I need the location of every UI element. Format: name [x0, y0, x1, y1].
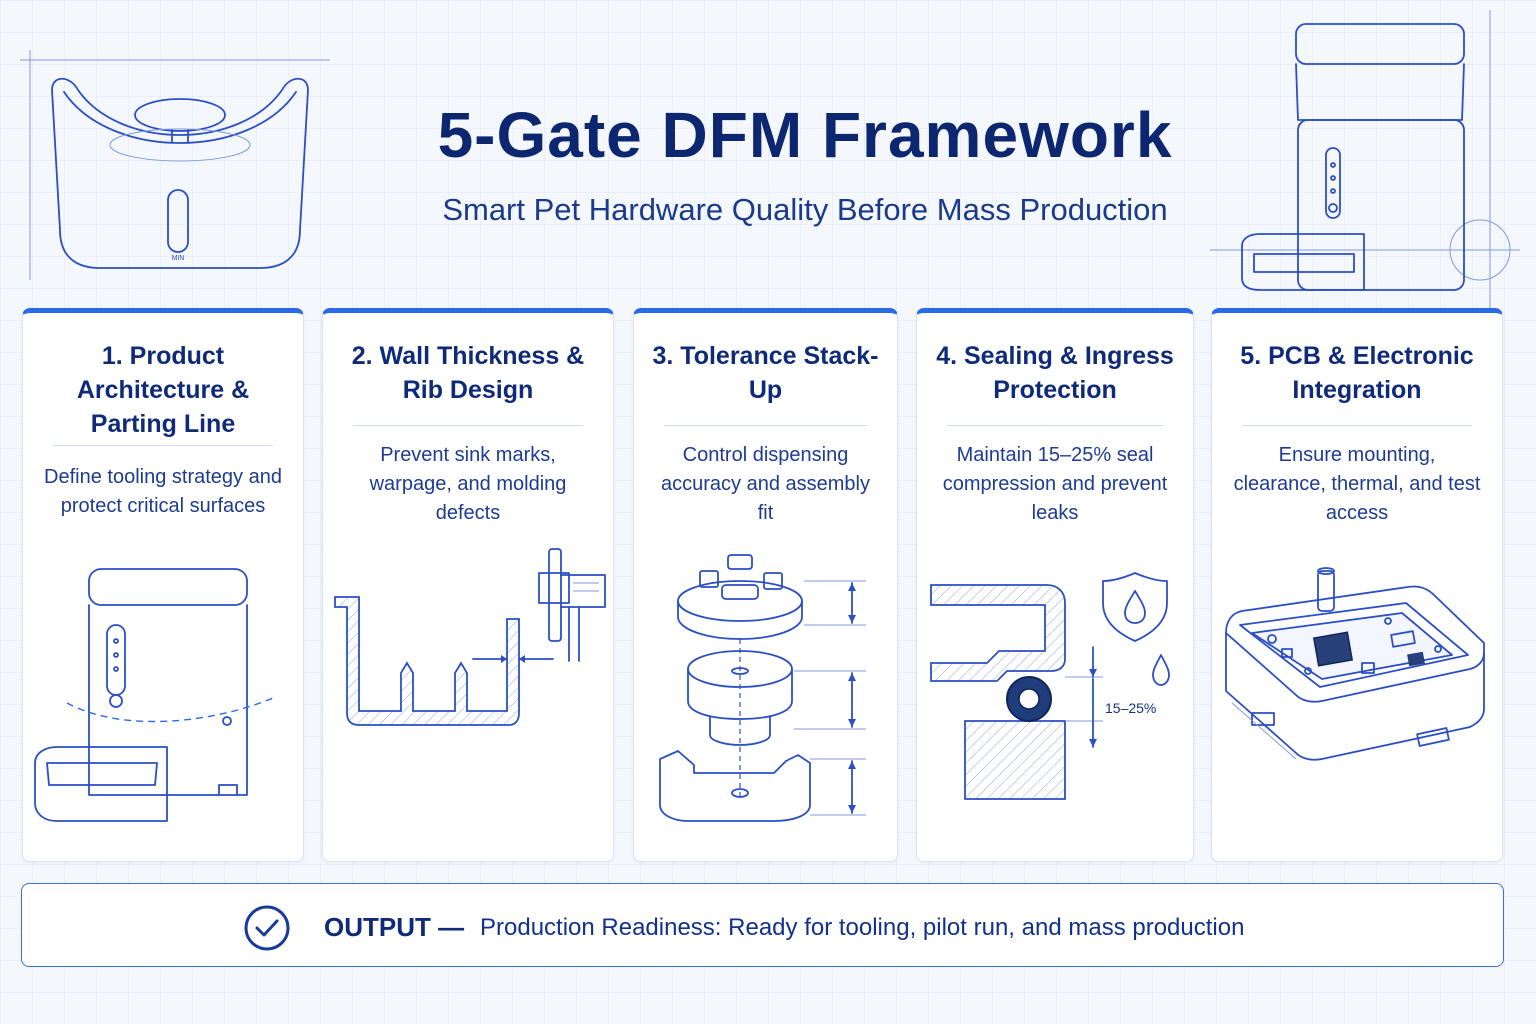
- gate-card-5: 5. PCB & Electronic Integration Ensure m…: [1211, 308, 1503, 862]
- gate-3-description: Control dispensing accuracy and assembly…: [661, 444, 870, 524]
- pet-feeder-parting-line-icon: [34, 568, 274, 822]
- gate-card-2: 2. Wall Thickness & Rib Design Prevent s…: [322, 308, 614, 862]
- gate-4-divider: [947, 425, 1163, 426]
- gate-card-3: 3. Tolerance Stack-Up Control dispensing…: [633, 308, 898, 862]
- hero-min-label: MIN: [172, 255, 185, 262]
- gate-card-4: 4. Sealing & Ingress Protection Maintain…: [916, 308, 1194, 862]
- oring-seal-shield-icon: 15–25%: [930, 572, 1170, 800]
- gate-5-divider: [1242, 425, 1472, 426]
- output-label: OUTPUT —: [324, 912, 465, 942]
- wall-rib-section-caliper-icon: [334, 548, 606, 726]
- gate-4-description: Maintain 15–25% seal compression and pre…: [942, 444, 1168, 524]
- seal-compression-annotation: 15–25%: [1105, 700, 1156, 716]
- gate-5-title: 5. PCB & Electronic Integration: [1240, 342, 1474, 404]
- page-subtitle: Smart Pet Hardware Quality Before Mass P…: [442, 192, 1168, 227]
- water-fountain-illustration-icon: MIN: [20, 50, 330, 280]
- page-title: 5-Gate DFM Framework: [437, 99, 1173, 171]
- gate-2-divider: [353, 425, 583, 426]
- gate-3-title: 3. Tolerance Stack-Up: [652, 342, 879, 404]
- gate-card-1: 1. Product Architecture & Parting Line D…: [22, 308, 304, 862]
- gate-4-title: 4. Sealing & Ingress Protection: [936, 342, 1174, 404]
- gate-1-description: Define tooling strategy and protect crit…: [44, 466, 282, 517]
- output-banner: OUTPUT — Production Readiness: Ready for…: [21, 883, 1504, 967]
- automatic-feeder-illustration-icon: [1210, 10, 1520, 310]
- gate-1-divider: [53, 445, 273, 446]
- tolerance-stack-exploded-icon: [659, 554, 866, 822]
- gate-2-title: 2. Wall Thickness & Rib Design: [351, 342, 585, 404]
- pcb-enclosure-icon: [1225, 567, 1485, 761]
- gate-2-description: Prevent sink marks, warpage, and molding…: [369, 444, 567, 524]
- gate-1-title: 1. Product Architecture & Parting Line: [76, 342, 250, 438]
- output-text: Production Readiness: Ready for tooling,…: [480, 914, 1245, 941]
- check-circle-icon: [244, 905, 290, 951]
- gate-3-divider: [664, 425, 867, 426]
- gate-5-description: Ensure mounting, clearance, thermal, and…: [1233, 444, 1481, 524]
